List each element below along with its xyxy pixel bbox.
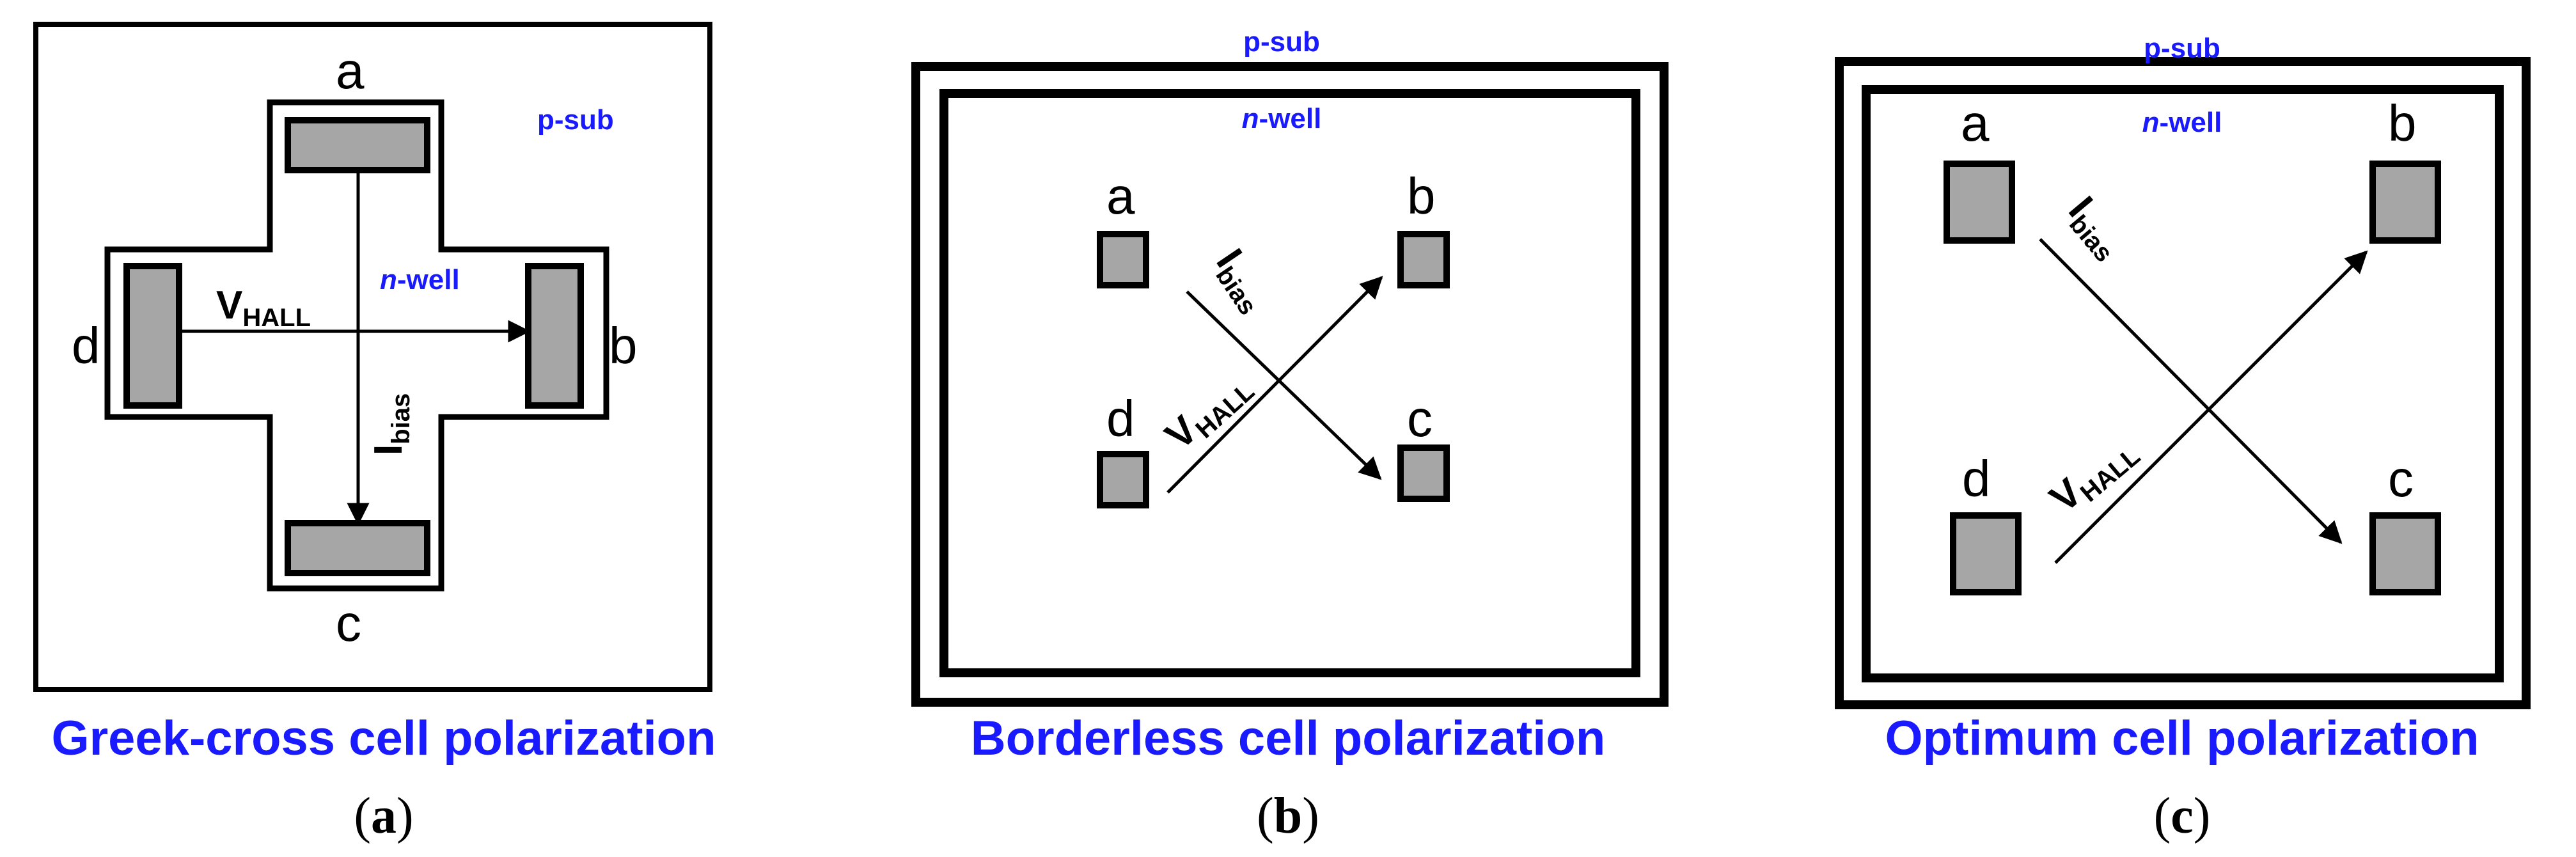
bias-current-label: Ibias xyxy=(366,393,415,455)
bias-current-label: Ibias xyxy=(1204,241,1279,320)
hall-voltage-arrow xyxy=(1166,276,1383,494)
contact-label-c: c xyxy=(1407,390,1433,447)
contact-d xyxy=(123,263,182,409)
panel-label: (b) xyxy=(1257,788,1319,844)
caption: Optimum cell polarization xyxy=(1885,711,2479,766)
contact-label-a: a xyxy=(1106,168,1135,224)
contact-label-a: a xyxy=(336,42,365,99)
caption: Borderless cell polarization xyxy=(971,711,1606,766)
contact-b xyxy=(525,263,584,409)
contact-c xyxy=(285,520,430,576)
panel-label: (c) xyxy=(2154,788,2211,844)
contact-a xyxy=(285,117,430,173)
p-sub-label: p-sub xyxy=(537,104,614,136)
n-well-boundary xyxy=(1862,85,2504,682)
bias-current-label: Ibias xyxy=(2057,189,2134,267)
hall-voltage-label: VHALL xyxy=(216,283,311,332)
contact-c xyxy=(1397,444,1450,502)
contact-label-b: b xyxy=(609,317,638,374)
hall-voltage-arrow xyxy=(2054,250,2368,564)
p-sub-boundary xyxy=(33,22,712,692)
contact-label-c: c xyxy=(2388,450,2414,507)
caption: Greek-cross cell polarization xyxy=(51,711,716,766)
contact-label-c: c xyxy=(336,595,361,652)
panel-label: (a) xyxy=(354,788,413,844)
contact-b xyxy=(1397,231,1450,288)
contact-label-a: a xyxy=(1961,95,1990,152)
contact-d xyxy=(1950,512,2022,595)
panel-c: p-sub n-well a b c d Ibias VHALL Optimum… xyxy=(1835,33,2531,844)
contact-d xyxy=(1097,451,1149,508)
contact-label-b: b xyxy=(1407,168,1436,224)
contact-label-d: d xyxy=(1962,450,1991,507)
greek-cross-n-well xyxy=(104,99,609,592)
p-sub-boundary xyxy=(911,62,1669,707)
bias-current-arrow xyxy=(2039,238,2343,544)
n-well-label: n-well xyxy=(1242,103,1322,134)
contact-c xyxy=(2369,512,2441,595)
bias-current-arrow xyxy=(1186,290,1382,480)
panel-a: p-sub a b c d n-well VHALL Ibias Greek-c… xyxy=(33,22,716,844)
contact-label-d: d xyxy=(1106,390,1135,447)
panel-b: p-sub n-well a b c d Ibias VHALL Borderl… xyxy=(911,26,1669,844)
p-sub-boundary xyxy=(1835,57,2531,709)
p-sub-label: p-sub xyxy=(1243,26,1320,58)
contact-label-b: b xyxy=(2388,95,2417,152)
n-well-boundary xyxy=(939,89,1640,677)
contact-b xyxy=(2369,161,2441,244)
n-well-label: n-well xyxy=(2142,107,2222,138)
contact-a xyxy=(1097,231,1149,288)
n-well-label: n-well xyxy=(380,264,460,295)
p-sub-label: p-sub xyxy=(2144,33,2220,64)
contact-a xyxy=(1944,161,2015,244)
hall-voltage-label: VHALL xyxy=(2042,427,2146,524)
contact-label-d: d xyxy=(72,317,100,374)
hall-voltage-label: VHALL xyxy=(1157,362,1260,462)
